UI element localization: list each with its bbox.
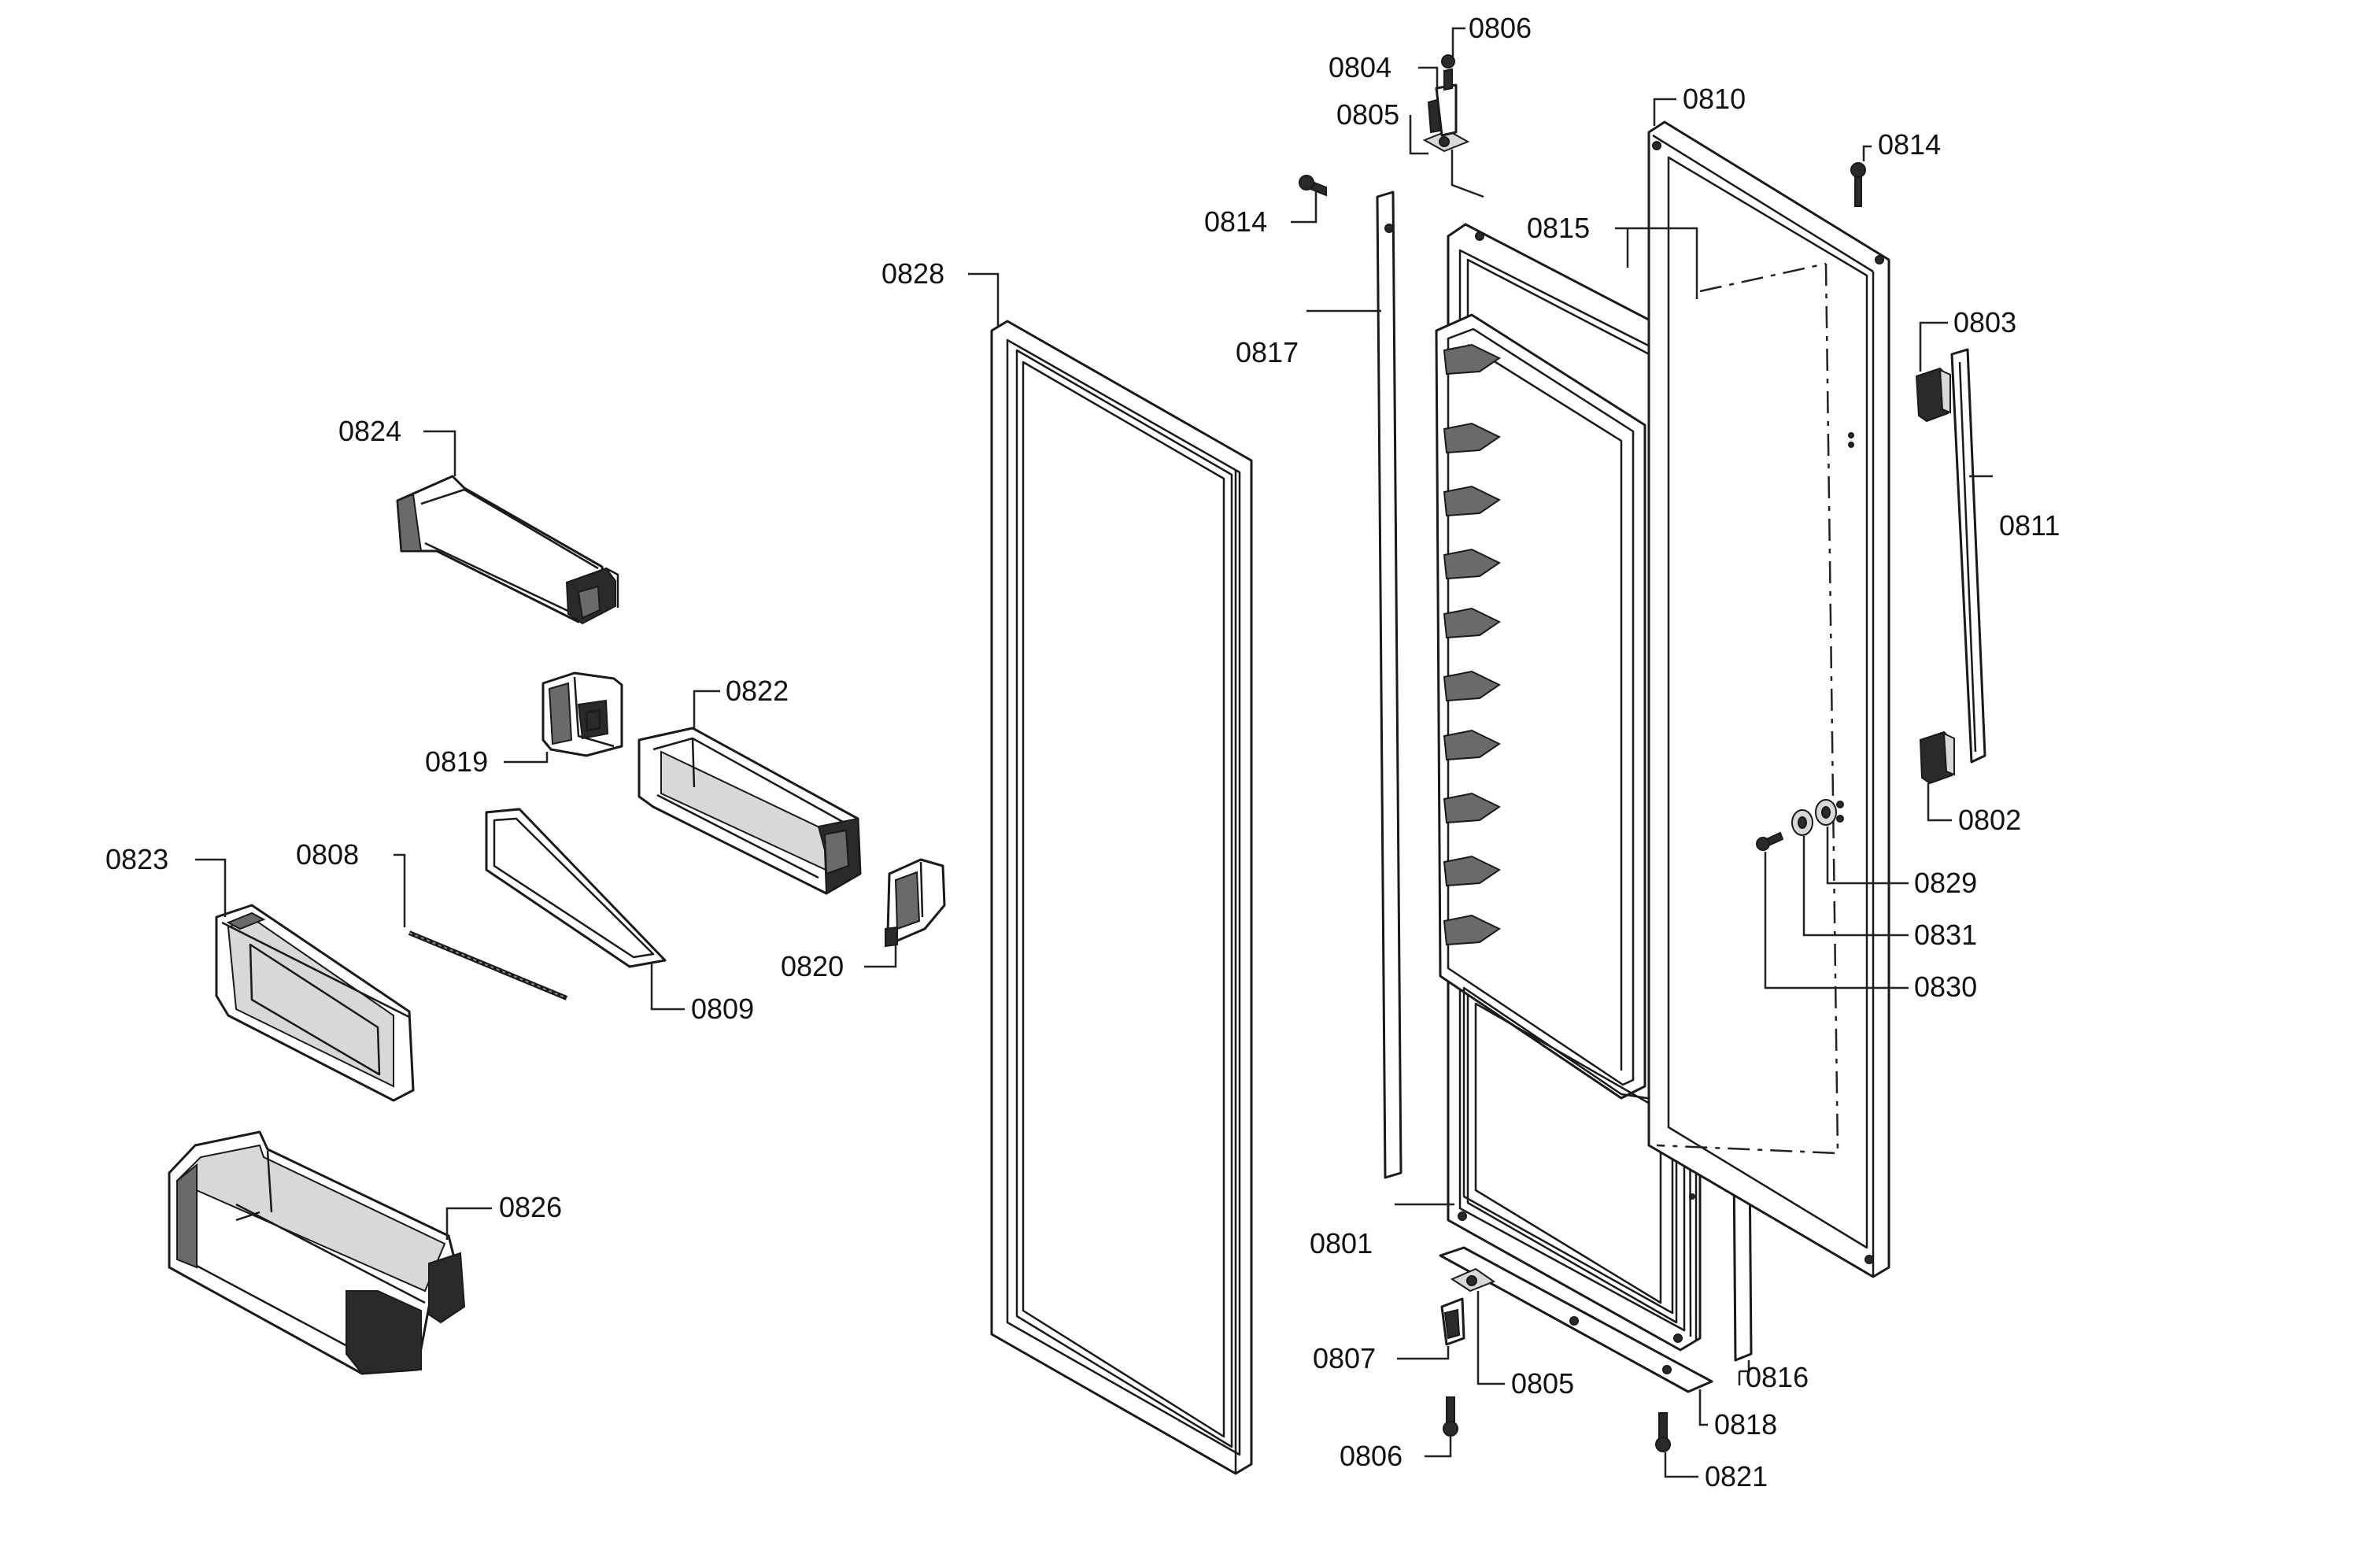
label-0823: 0823 xyxy=(105,843,168,875)
label-0828: 0828 xyxy=(881,257,944,290)
label-0817: 0817 xyxy=(1236,336,1299,368)
label-0804: 0804 xyxy=(1329,51,1391,83)
label-0818: 0818 xyxy=(1714,1408,1777,1441)
label-0815: 0815 xyxy=(1527,212,1590,244)
door-bin-0826 xyxy=(168,1130,466,1375)
label-0824: 0824 xyxy=(338,415,401,447)
handle-cap-0802 xyxy=(1919,730,1955,785)
door-gasket-0828 xyxy=(990,320,1253,1475)
label-0808: 0808 xyxy=(296,838,359,871)
label-0805-top: 0805 xyxy=(1336,98,1399,131)
bottom-hinge xyxy=(1440,1267,1496,1346)
washer-0831 xyxy=(1791,809,1813,836)
bracket-0820 xyxy=(885,858,946,948)
part-labels: 0806 0804 0805 0810 0814 0814 0815 0828 … xyxy=(105,12,2060,1492)
label-0814-right: 0814 xyxy=(1878,128,1941,161)
label-0821: 0821 xyxy=(1705,1460,1768,1492)
shelf-supports xyxy=(1443,343,1501,946)
bracket-0819 xyxy=(541,671,623,757)
label-0801: 0801 xyxy=(1310,1227,1373,1259)
hole-marker xyxy=(1836,801,1844,808)
label-0816: 0816 xyxy=(1746,1361,1809,1393)
outer-panel-0810 xyxy=(1647,120,1890,1278)
label-0806-top: 0806 xyxy=(1469,12,1532,44)
label-0829: 0829 xyxy=(1914,867,1977,899)
label-0809: 0809 xyxy=(691,993,754,1025)
label-0831: 0831 xyxy=(1914,919,1977,951)
bottom-plate-0818 xyxy=(1439,1246,1713,1393)
door-liner-0801 xyxy=(1435,223,1702,1352)
label-0803: 0803 xyxy=(1953,306,2016,338)
label-0814-left: 0814 xyxy=(1204,205,1267,238)
label-0807: 0807 xyxy=(1313,1342,1376,1374)
strip-0817 xyxy=(1376,190,1402,1179)
hole-marker xyxy=(1836,815,1844,823)
label-0810: 0810 xyxy=(1683,83,1746,115)
label-0830: 0830 xyxy=(1914,971,1977,1003)
leader-lines xyxy=(195,27,1993,1478)
label-0802: 0802 xyxy=(1958,804,2021,836)
label-0819: 0819 xyxy=(425,745,488,778)
top-hinge xyxy=(1422,54,1470,153)
screw-0830 xyxy=(1756,831,1784,851)
screw-0821 xyxy=(1655,1412,1671,1452)
door-bin-0824 xyxy=(396,475,619,625)
label-0811: 0811 xyxy=(1999,509,2060,542)
label-0805-bottom: 0805 xyxy=(1511,1367,1574,1400)
label-0820: 0820 xyxy=(781,950,844,982)
label-0806-bottom: 0806 xyxy=(1340,1440,1402,1472)
strip-0808 xyxy=(408,930,568,1000)
label-0822: 0822 xyxy=(726,675,789,707)
drawer-box-0822 xyxy=(638,727,862,895)
handle-0811 xyxy=(1950,348,1986,764)
screw-0814-left xyxy=(1299,175,1327,197)
label-0826: 0826 xyxy=(499,1191,562,1223)
handle-cap-0803 xyxy=(1915,367,1951,423)
screw-0814-right xyxy=(1850,162,1866,207)
washer-0829 xyxy=(1815,799,1837,826)
seal-frame-0809 xyxy=(485,808,667,968)
drawer-front-0823 xyxy=(215,904,415,1102)
screw-0806-bottom xyxy=(1443,1396,1458,1437)
